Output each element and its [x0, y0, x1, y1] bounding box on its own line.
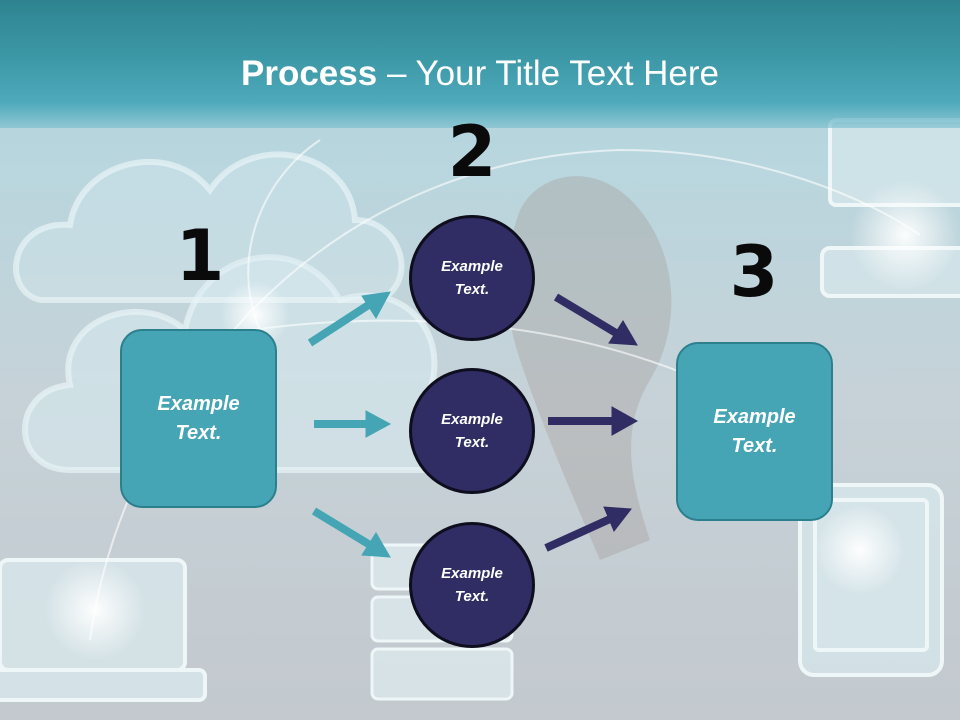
- step-number-3: 3: [729, 231, 779, 313]
- step-2-circle-middle[interactable]: Example Text.: [409, 368, 535, 494]
- glow-spot: [850, 180, 960, 290]
- step-2-circle-bottom[interactable]: Example Text.: [409, 522, 535, 648]
- navy-arrow-down: [553, 293, 638, 346]
- navy-arrow-up: [544, 506, 632, 552]
- glow-spot: [815, 505, 905, 595]
- step-1-text: Example Text.: [157, 392, 240, 444]
- step-2-circle-top[interactable]: Example Text.: [409, 215, 535, 341]
- title-rest: – Your Title Text Here: [377, 54, 719, 93]
- step-3-text: Example Text.: [713, 405, 796, 457]
- step-3-box[interactable]: Example Text.: [676, 342, 833, 521]
- circle-text: Example Text.: [441, 411, 503, 451]
- circle-text: Example Text.: [441, 565, 503, 605]
- title-bar: [0, 0, 960, 128]
- step-number-1: 1: [175, 215, 225, 297]
- teal-arrow-up: [307, 291, 391, 347]
- circle-text: Example Text.: [441, 258, 503, 298]
- glow-spot: [45, 560, 145, 660]
- teal-arrow-right: [314, 410, 392, 438]
- step-1-box[interactable]: Example Text.: [120, 329, 277, 508]
- page-title: Process – Your Title Text Here: [0, 52, 960, 96]
- step-number-2: 2: [447, 111, 497, 193]
- navy-arrow-right: [548, 406, 639, 436]
- hand-image: [506, 176, 672, 560]
- teal-arrow-down: [311, 507, 391, 558]
- title-bold: Process: [241, 54, 378, 93]
